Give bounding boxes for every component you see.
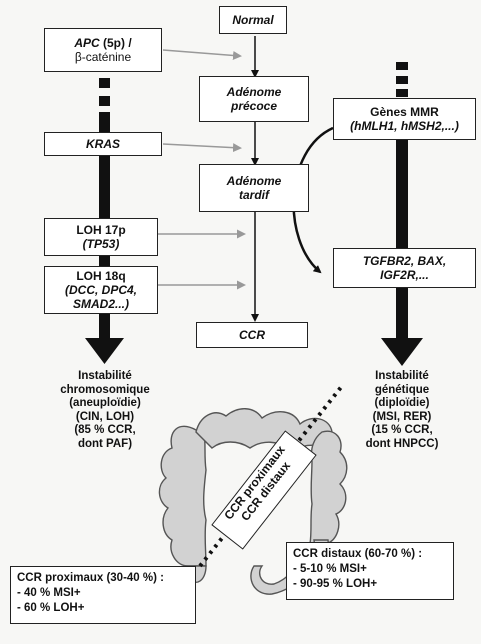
left-outcome-line: (CIN, LOH) — [75, 410, 135, 423]
distal-callout-item: - 5-10 % MSI+ — [293, 563, 367, 575]
adenome-tardif-line2: tardif — [239, 188, 269, 202]
loh17p-box: LOH 17p (TP53) — [44, 218, 158, 256]
mmr-box: Gènes MMR (hMLH1, hMSH2,...) — [333, 98, 476, 140]
right-outcome-line: (diploïdie) — [374, 397, 430, 409]
apc-line2: β-caténine — [74, 50, 132, 64]
apc-locus: (5p) / — [99, 36, 132, 50]
loh17p-line1: LOH 17p — [76, 223, 126, 237]
distal-callout: CCR distaux (60-70 %) : - 5-10 % MSI+ - … — [286, 542, 454, 600]
left-outcome-line: (85 % CCR, — [74, 424, 136, 436]
mmr-line1: Gènes MMR — [370, 105, 439, 119]
adenome-precoce-line2: précoce — [230, 99, 278, 113]
adenome-precoce-line1: Adénome — [226, 85, 282, 99]
proximal-callout: CCR proximaux (30-40 %) : - 40 % MSI+ - … — [10, 566, 196, 624]
right-pathway-line — [381, 62, 423, 366]
left-outcome-text: Instabilité chromosomique (aneuploïdie) … — [38, 370, 172, 451]
kras-box: KRAS — [44, 132, 162, 156]
left-outcome-line: Instabilité — [78, 370, 132, 382]
left-outcome-line: (aneuploïdie) — [69, 397, 141, 409]
adenome-tardif-line1: Adénome — [226, 174, 282, 188]
right-outcome-line: (MSI, RER) — [372, 410, 432, 423]
right-outcome-line: Instabilité — [375, 370, 429, 382]
adenome-precoce-box: Adénome précoce — [199, 76, 309, 122]
loh18q-line1: LOH 18q — [76, 269, 126, 283]
loh18q-line3: SMAD2...) — [72, 297, 129, 311]
proximal-callout-item: - 40 % MSI+ — [17, 587, 81, 599]
tgfbr2-line1: TGFBR2, BAX, — [362, 254, 447, 268]
distal-callout-title: CCR distaux (60-70 %) : — [293, 548, 423, 560]
apc-gene: APC — [74, 36, 100, 50]
loh18q-box: LOH 18q (DCC, DPC4, SMAD2...) — [44, 266, 158, 314]
tgfbr2-box: TGFBR2, BAX, IGF2R,... — [333, 248, 476, 288]
left-outcome-line: dont PAF) — [77, 437, 133, 450]
tgfbr2-line2: IGF2R,... — [380, 268, 429, 282]
loh18q-line2: (DCC, DPC4, — [64, 283, 137, 297]
proximal-callout-item: - 60 % LOH+ — [17, 602, 85, 614]
gene-effect-arrows — [158, 49, 246, 290]
proximal-callout-title: CCR proximaux (30-40 %) : — [17, 572, 164, 584]
adenome-tardif-box: Adénome tardif — [199, 164, 309, 212]
mmr-line2: (hMLH1, hMSH2,...) — [350, 119, 459, 133]
normal-box: Normal — [219, 6, 287, 34]
right-outcome-line: génétique — [374, 383, 430, 396]
distal-callout-item: - 90-95 % LOH+ — [293, 578, 378, 590]
right-outcome-line: (15 % CCR, — [371, 424, 433, 436]
apc-box: APC (5p) / β-caténine — [44, 28, 162, 72]
ccr-box: CCR — [196, 322, 308, 348]
right-outcome-line: dont HNPCC) — [365, 437, 439, 450]
left-pathway-line — [85, 78, 124, 364]
left-outcome-line: chromosomique — [60, 383, 150, 396]
right-outcome-text: Instabilité génétique (diploïdie) (MSI, … — [344, 370, 460, 451]
loh17p-line2: (TP53) — [82, 237, 120, 251]
